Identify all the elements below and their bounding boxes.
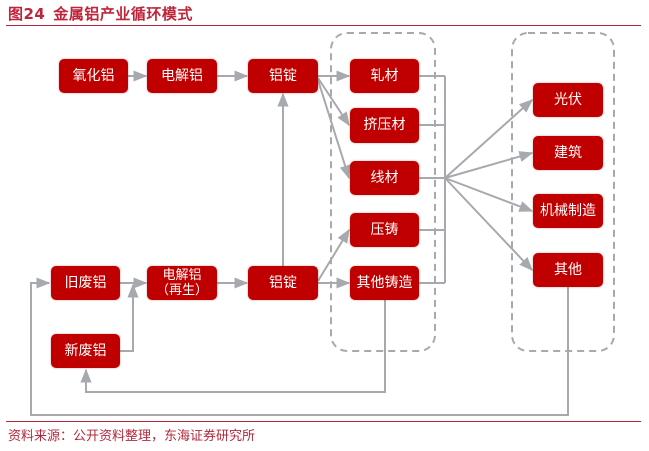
node-label: 新废铝 [64,342,107,359]
node-construction: 建筑 [533,136,603,170]
node-label: 其他铸造 [356,274,413,291]
node-new-scrap: 新废铝 [51,334,120,368]
node-label: 铝锭 [269,67,297,84]
node-die-cast: 压铸 [350,213,419,247]
arrow-ingot-to-extruded [317,77,350,127]
arrow-to-construction [444,151,534,179]
node-extruded: 挤压材 [350,108,419,143]
figure-title: 图24 金属铝产业循环模式 [8,3,193,24]
end-use-group-box [511,32,615,352]
arrow-to-other-use [444,177,533,272]
node-label: 机械制造 [540,202,596,219]
arrow-ingot-to-wire [317,79,351,180]
loop-other-use-to-old-scrap [30,277,569,416]
node-electrolytic-aluminum: 电解铝 [147,59,217,93]
source-note: 资料来源：公开资料整理，东海证券研究所 [8,429,256,444]
node-label: 线材 [370,169,399,186]
node-label-line2: （再生） [155,283,208,298]
node-electrolytic-aluminum-recycled: 电解铝 （再生） [147,266,217,300]
loop-other-cast-to-new-scrap [80,300,386,393]
node-label-line1: 电解铝 [162,268,202,283]
node-label: 光伏 [554,91,582,108]
node-label: 旧废铝 [64,274,107,291]
processing-group-box [330,32,436,352]
node-other-casting: 其他铸造 [350,266,419,300]
node-rolled: 轧材 [350,59,419,93]
node-label: 建筑 [554,144,582,161]
node-other-end-use: 其他 [533,253,603,287]
node-alumina: 氧化铝 [59,59,128,93]
node-wire: 线材 [350,161,419,195]
arrow-to-machinery [444,177,534,212]
source-divider [6,421,641,422]
node-label: 其他 [554,261,582,278]
node-aluminum-ingot-recycled: 铝锭 [248,266,318,300]
title-divider [6,25,641,26]
figure-title-text: 金属铝产业循环模式 [53,5,193,23]
node-label: 轧材 [370,67,399,84]
arrow-ingot-to-die-cast [317,228,350,282]
node-aluminum-ingot-primary: 铝锭 [248,59,318,93]
arrow-to-photovoltaic [444,99,534,179]
node-photovoltaic: 光伏 [533,83,603,117]
node-label: 挤压材 [363,117,406,133]
node-label: 压铸 [370,221,399,238]
node-old-scrap: 旧废铝 [51,266,120,300]
arrow-new-scrap-to-recycled [120,283,139,352]
node-label: 氧化铝 [72,67,115,84]
node-label: 铝锭 [269,274,297,291]
figure-number: 图24 [8,5,46,23]
node-machinery: 机械制造 [533,194,603,228]
node-label: 电解铝 [161,67,203,84]
